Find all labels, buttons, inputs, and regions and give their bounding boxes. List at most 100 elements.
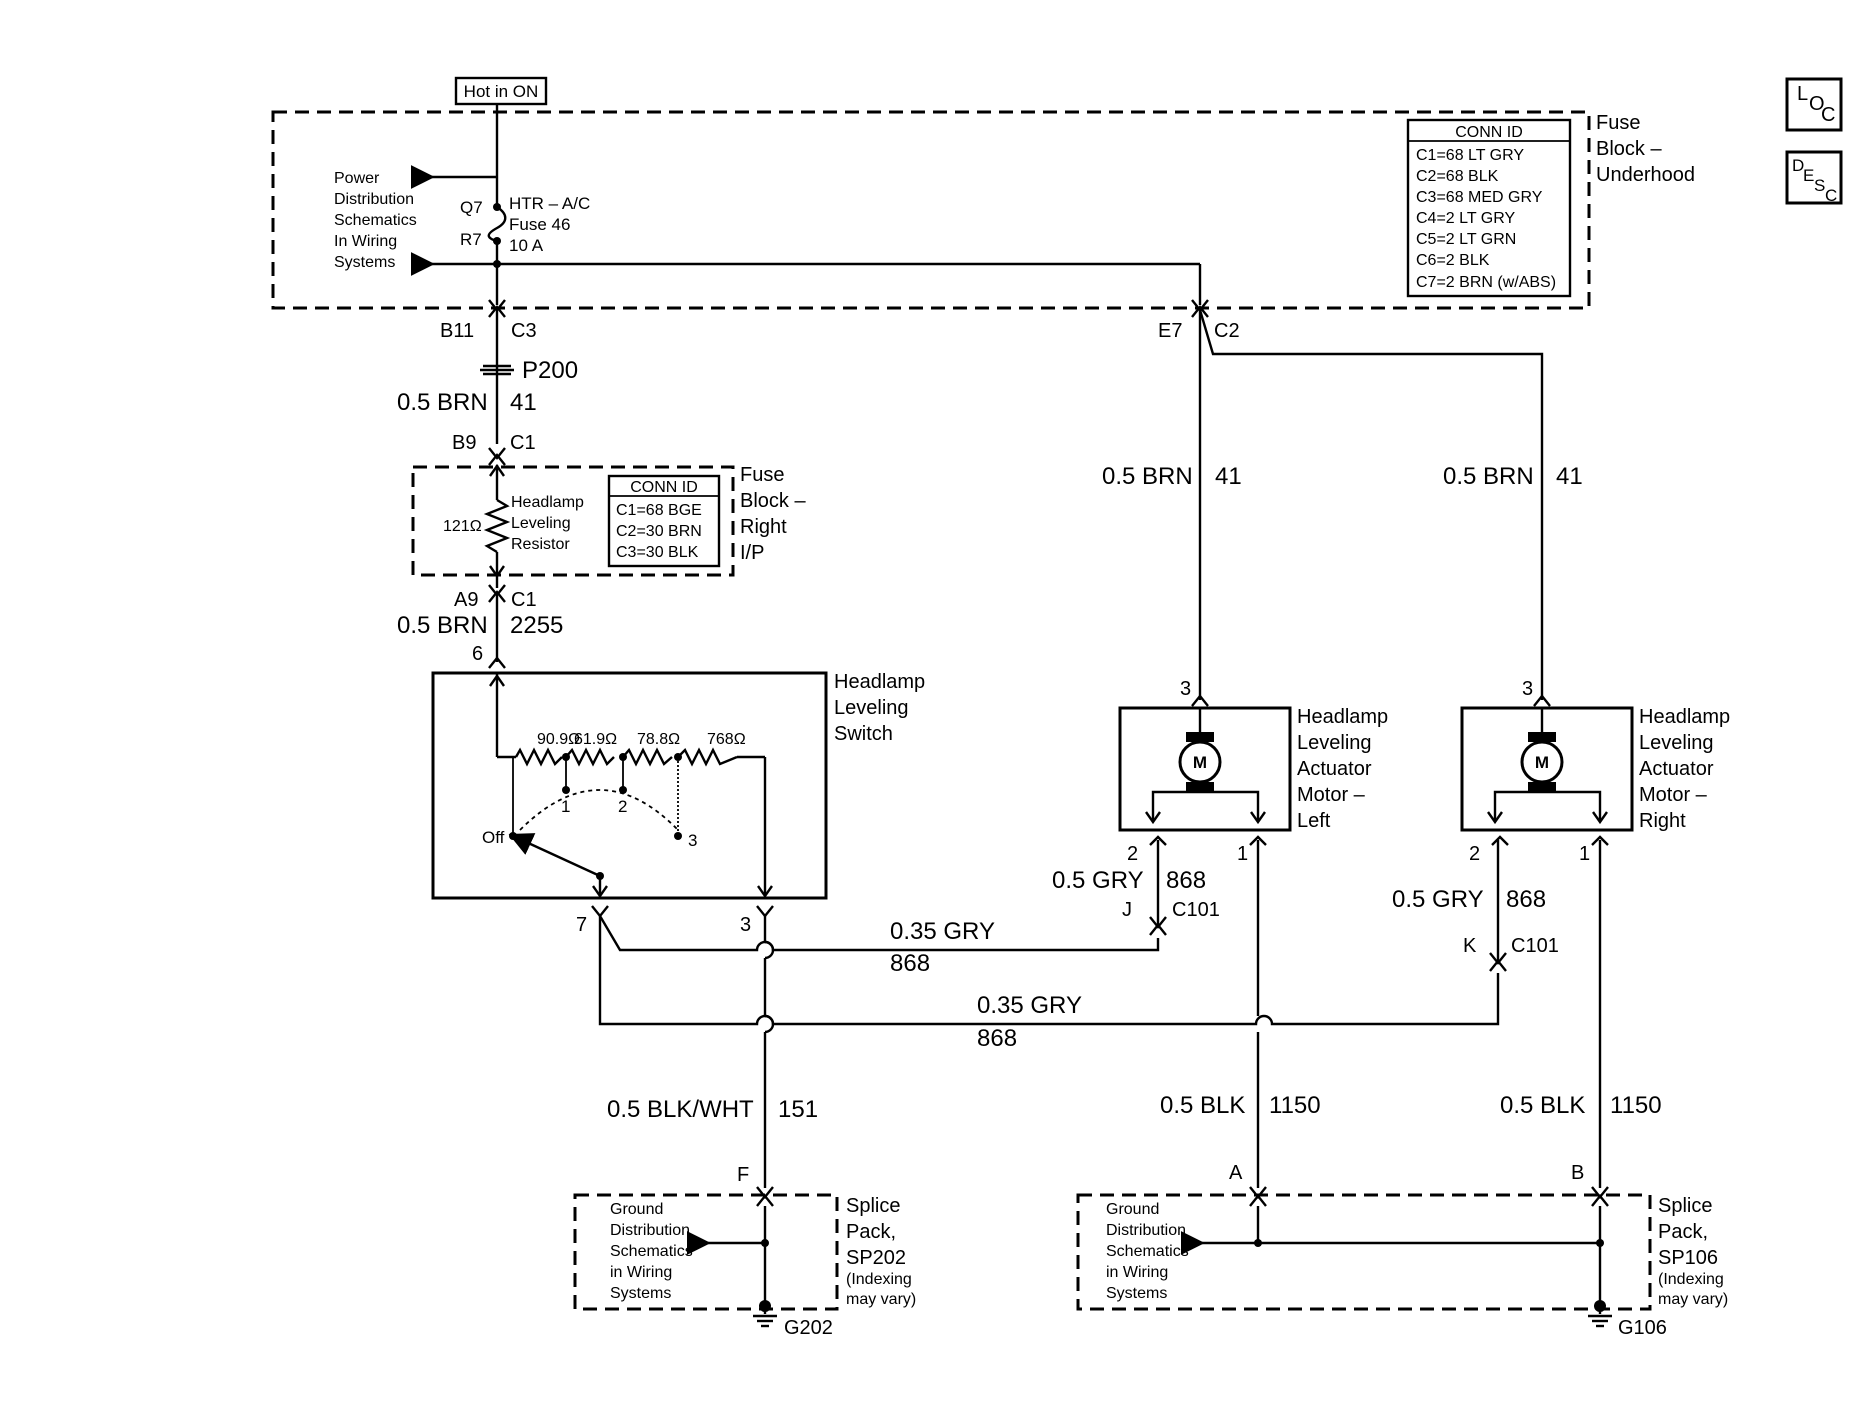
svg-text:Leveling: Leveling <box>834 697 909 719</box>
switch-title: Headlamp Leveling Switch <box>834 671 925 745</box>
svg-text:3: 3 <box>740 914 751 936</box>
svg-text:0.5 BLK: 0.5 BLK <box>1160 1092 1245 1119</box>
svg-text:Fuse 46: Fuse 46 <box>509 215 570 234</box>
svg-text:C3=68 MED GRY: C3=68 MED GRY <box>1416 189 1543 206</box>
svg-text:C4=2 LT GRY: C4=2 LT GRY <box>1416 210 1515 227</box>
svg-text:A: A <box>1229 1162 1243 1184</box>
svg-text:Underhood: Underhood <box>1596 164 1695 186</box>
svg-text:(Indexing: (Indexing <box>846 1271 912 1288</box>
svg-text:41: 41 <box>1215 463 1242 490</box>
svg-text:C1=68 BGE: C1=68 BGE <box>616 502 702 519</box>
svg-text:E: E <box>1803 166 1814 185</box>
svg-text:R7: R7 <box>460 230 482 249</box>
splice-pack-sp202: Splice Pack, SP202 (Indexing may vary) G… <box>573 1193 916 1312</box>
svg-text:G202: G202 <box>784 1317 833 1339</box>
svg-text:SP202: SP202 <box>846 1247 906 1269</box>
svg-text:Schematics: Schematics <box>334 212 417 229</box>
svg-text:1150: 1150 <box>1269 1092 1321 1119</box>
svg-text:0.5 BRN: 0.5 BRN <box>1443 463 1534 490</box>
wire-1150-left: 0.5 BLK 1150 A <box>1160 840 1321 1207</box>
svg-text:3: 3 <box>688 831 697 850</box>
svg-text:0.5 BRN: 0.5 BRN <box>1102 463 1193 490</box>
svg-text:61.9Ω: 61.9Ω <box>574 731 617 748</box>
switch-pin3-connector: 3 <box>740 905 774 936</box>
svg-text:D: D <box>1792 156 1804 175</box>
svg-text:0.35 GRY: 0.35 GRY <box>890 918 995 945</box>
svg-text:C2=30 BRN: C2=30 BRN <box>616 523 702 540</box>
svg-text:(Indexing: (Indexing <box>1658 1271 1724 1288</box>
svg-text:3: 3 <box>1522 678 1533 700</box>
loc-icon[interactable]: L O C <box>1785 77 1843 132</box>
svg-text:0.5 BLK: 0.5 BLK <box>1500 1092 1585 1119</box>
svg-text:1: 1 <box>561 797 570 816</box>
motor-left-m-icon: M <box>1193 753 1207 772</box>
svg-text:2: 2 <box>1127 843 1138 865</box>
desc-icon[interactable]: D E S C <box>1785 150 1843 205</box>
hot-in-on-label: Hot in ON <box>454 76 548 106</box>
svg-text:C5=2 LT GRN: C5=2 LT GRN <box>1416 231 1516 248</box>
headlamp-leveling-switch: Headlamp Leveling Switch 90.9Ω 61.9Ω 78.… <box>431 671 925 900</box>
svg-text:SP106: SP106 <box>1658 1247 1718 1269</box>
fuse-block-ip-title: Fuse Block – Right I/P <box>740 464 806 564</box>
svg-text:Fuse: Fuse <box>740 464 784 486</box>
svg-text:Splice: Splice <box>846 1195 900 1217</box>
connector-b9-c1: B9 C1 <box>452 432 536 466</box>
wire-868-to-j: 0.35 GRY 868 <box>598 915 1160 977</box>
svg-text:CONN ID: CONN ID <box>630 479 698 496</box>
fuse-block-right-ip: Fuse Block – Right I/P CONN ID C1=68 BGE… <box>411 463 806 588</box>
svg-text:in Wiring: in Wiring <box>1106 1264 1168 1281</box>
svg-text:S: S <box>1814 176 1825 195</box>
svg-text:may vary): may vary) <box>1658 1291 1728 1308</box>
svg-text:Off: Off <box>482 828 505 847</box>
ground-distribution-ref-sp202: Ground Distribution Schematics in Wiring… <box>610 1201 693 1302</box>
wire-151-ground: 0.5 BLK/WHT 151 F <box>607 916 818 1207</box>
svg-text:Pack,: Pack, <box>846 1221 896 1243</box>
svg-text:C1: C1 <box>511 589 537 611</box>
svg-text:41: 41 <box>1556 463 1583 490</box>
svg-text:L: L <box>1797 83 1808 105</box>
connector-p200: P200 <box>480 357 578 384</box>
svg-text:2: 2 <box>1469 843 1480 865</box>
svg-text:C: C <box>1825 186 1837 205</box>
svg-text:I/P: I/P <box>740 542 764 564</box>
wire-label-41-brn: 0.5 BRN 41 <box>397 389 537 416</box>
svg-text:Actuator: Actuator <box>1639 758 1714 780</box>
svg-text:0.5 BRN: 0.5 BRN <box>397 389 488 416</box>
svg-text:may vary): may vary) <box>846 1291 916 1308</box>
wire-label-2255-brn: 0.5 BRN 2255 6 <box>397 612 563 665</box>
svg-text:C6=2 BLK: C6=2 BLK <box>1416 252 1490 269</box>
ground-g106-icon: G106 <box>1588 1306 1667 1339</box>
svg-text:2: 2 <box>618 797 627 816</box>
left-feed-wire <box>487 104 1202 305</box>
svg-text:Headlamp: Headlamp <box>834 671 925 693</box>
svg-text:G106: G106 <box>1618 1317 1667 1339</box>
svg-text:2255: 2255 <box>510 612 563 639</box>
svg-text:0.35 GRY: 0.35 GRY <box>977 992 1082 1019</box>
svg-text:in Wiring: in Wiring <box>610 1264 672 1281</box>
headlamp-leveling-resistor: 121Ω Headlamp Leveling Resistor <box>443 463 584 588</box>
svg-text:Block –: Block – <box>740 490 806 512</box>
svg-text:F: F <box>737 1164 749 1186</box>
wire-41-left-motor: 0.5 BRN 41 <box>1102 310 1242 700</box>
svg-text:A9: A9 <box>454 589 478 611</box>
svg-text:Hot in ON: Hot in ON <box>464 82 539 101</box>
svg-text:Block –: Block – <box>1596 138 1662 160</box>
svg-text:Right: Right <box>740 516 787 538</box>
svg-text:Power: Power <box>334 170 380 187</box>
ground-distribution-ref-sp106: Ground Distribution Schematics in Wiring… <box>1106 1201 1189 1302</box>
motor-right-m-icon: M <box>1535 753 1549 772</box>
headlamp-leveling-actuator-motor-left: 3 Headlamp Leveling Actuator Motor – Lef… <box>1118 678 1388 865</box>
svg-text:J: J <box>1122 899 1132 921</box>
conn-id-table-underhood: CONN ID C1=68 LT GRY C2=68 BLK C3=68 MED… <box>1406 118 1572 298</box>
svg-text:Pack,: Pack, <box>1658 1221 1708 1243</box>
svg-text:Leveling: Leveling <box>1297 732 1372 754</box>
svg-text:868: 868 <box>1506 886 1546 913</box>
svg-text:Splice: Splice <box>1658 1195 1712 1217</box>
svg-text:Systems: Systems <box>610 1285 671 1302</box>
svg-text:CONN ID: CONN ID <box>1455 124 1523 141</box>
svg-text:Motor –: Motor – <box>1639 784 1708 806</box>
svg-text:Schematics: Schematics <box>610 1243 693 1260</box>
svg-text:Leveling: Leveling <box>511 515 571 532</box>
svg-text:1: 1 <box>1237 843 1248 865</box>
